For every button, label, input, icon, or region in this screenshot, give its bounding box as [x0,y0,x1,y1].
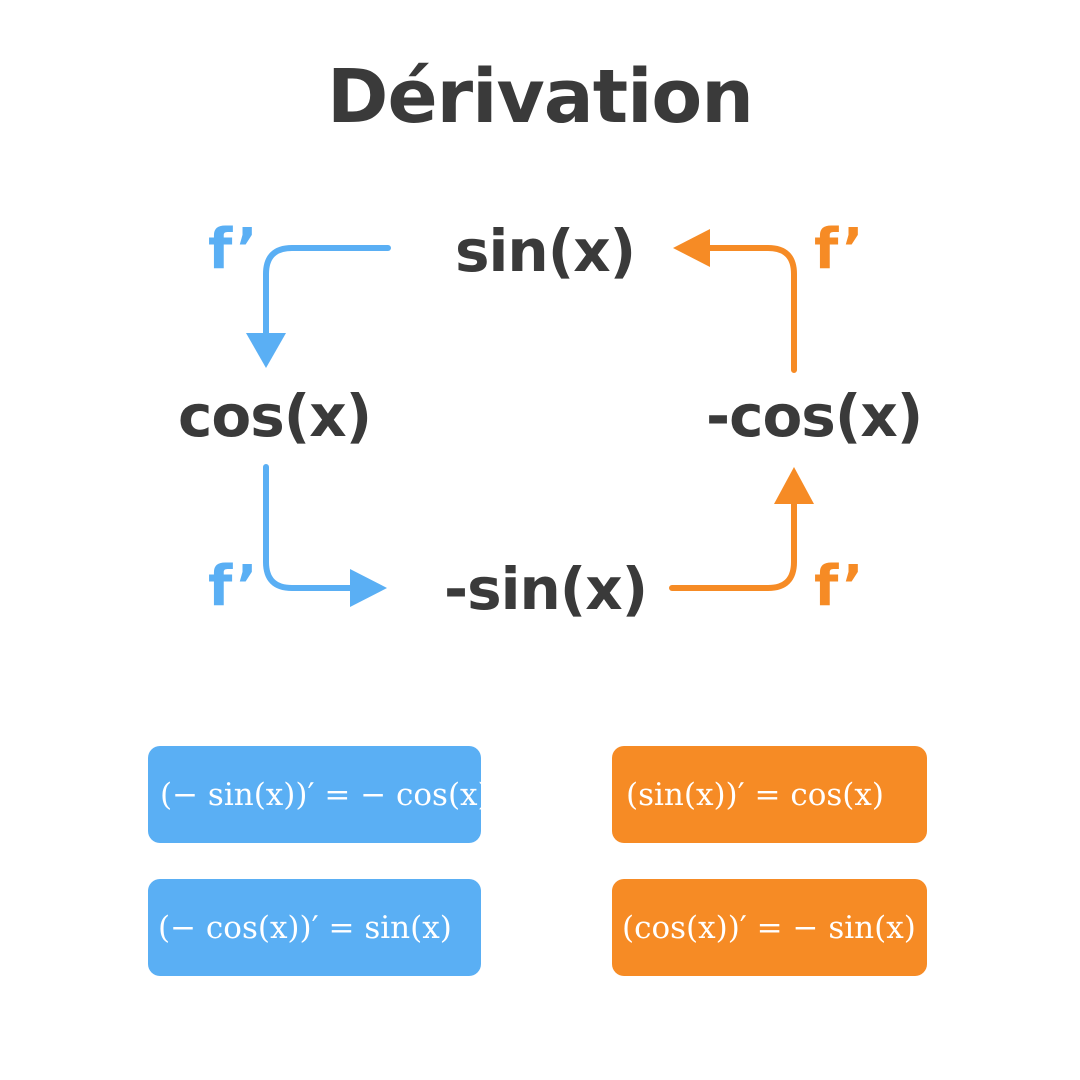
derivative-label-bottom-right: f’ [814,554,864,619]
arrow-cos-to-negsin [263,464,355,591]
formula-text: (− sin(x))′ = − cos(x) [160,776,490,813]
formula-box-orange-bottom: (cos(x))′ = − sin(x) [612,879,927,976]
arrow-negcos-to-sin [705,245,797,373]
derivative-label-top-right: f’ [814,217,864,282]
arrow-head-down-icon [246,333,286,368]
arrow-head-up-icon [774,467,814,504]
formula-box-blue-top: (− sin(x))′ = − cos(x) [148,746,490,843]
page-title: Dérivation [327,54,754,140]
arrow-negsin-to-negcos [669,499,797,591]
arrow-sin-to-cos [263,245,391,338]
node-neg-cos: -cos(x) [706,382,923,450]
formula-text: (sin(x))′ = cos(x) [626,776,884,813]
node-sin: sin(x) [455,217,636,285]
formula-text: (− cos(x))′ = sin(x) [158,909,452,946]
formula-box-orange-top: (sin(x))′ = cos(x) [612,746,927,843]
formula-box-blue-bottom: (− cos(x))′ = sin(x) [148,879,481,976]
arrow-head-right-icon [350,569,387,607]
node-neg-sin: -sin(x) [444,555,648,623]
formula-text: (cos(x))′ = − sin(x) [622,909,916,946]
node-cos: cos(x) [178,382,372,450]
derivative-label-top-left: f’ [208,217,258,282]
arrow-head-left-icon [673,229,710,267]
derivative-label-bottom-left: f’ [208,554,258,619]
